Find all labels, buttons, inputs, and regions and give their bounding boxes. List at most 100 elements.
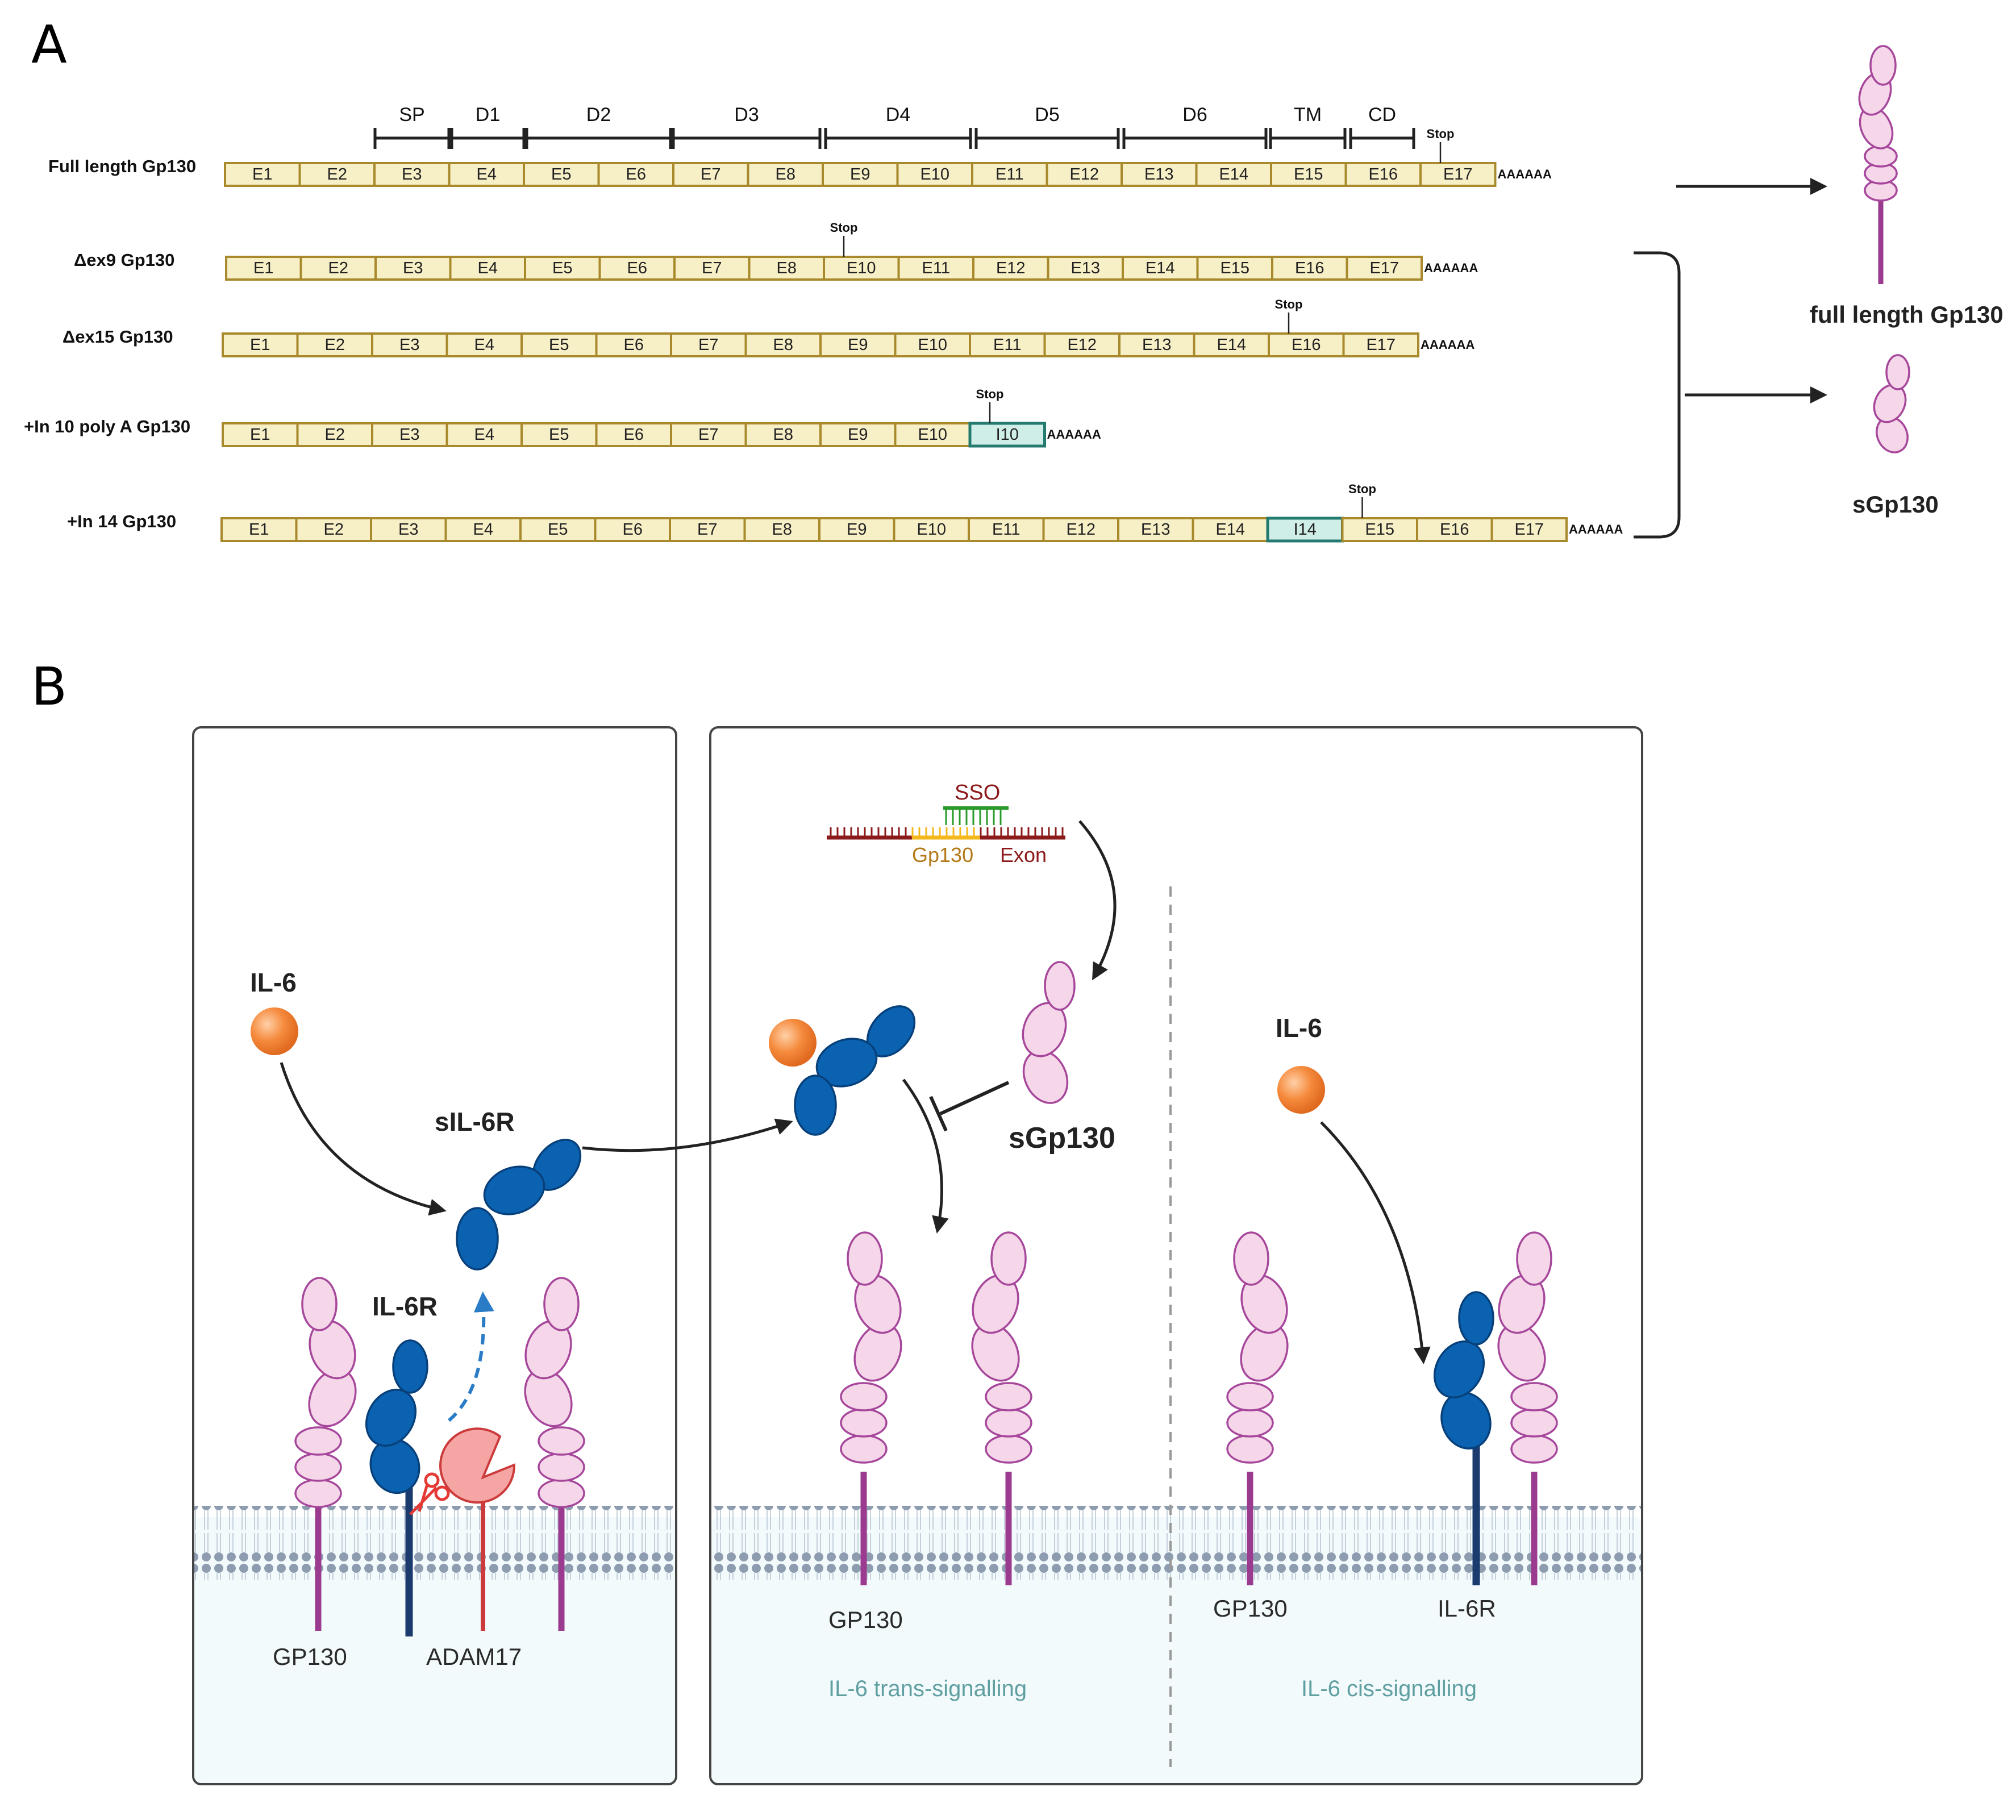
segment-label: E4: [478, 259, 498, 277]
segment-label: E2: [327, 165, 347, 184]
domain-label: D1: [476, 104, 500, 126]
domain-bracket: D1: [450, 104, 526, 149]
exon-segment: [896, 162, 973, 187]
segment-label: E9: [850, 165, 870, 184]
segment-label: E11: [922, 259, 950, 277]
segment-label: E17: [1514, 520, 1544, 539]
segment-label: E2: [325, 426, 345, 444]
segment-label: E13: [1141, 520, 1171, 539]
exon-segment: [669, 517, 746, 542]
segment-label: E1: [252, 165, 272, 184]
stop-label: Stop: [1275, 297, 1303, 311]
exon-segment: [1419, 162, 1497, 187]
segment-label: E6: [627, 259, 647, 277]
exon-segment: [670, 422, 747, 447]
row-label: +In 14 Gp130: [67, 511, 176, 531]
exon-segment: [296, 422, 373, 447]
exon-segment: [823, 256, 900, 281]
exon-segment: [374, 256, 452, 281]
exon-segment: [445, 332, 523, 357]
left-panel-box: [192, 726, 677, 1785]
poly-a-tail: AAAAAA: [1421, 338, 1474, 352]
segment-label: E10: [847, 259, 876, 277]
domain-label: D2: [586, 104, 611, 126]
left-gp130-receptor-b: [524, 1277, 585, 1631]
segment-label: E4: [474, 426, 494, 444]
segment-label: E8: [776, 165, 795, 184]
segment-label: E12: [1066, 520, 1096, 539]
segment-label: E13: [1071, 259, 1100, 277]
segment-label: E8: [773, 336, 793, 354]
sso-rna-strand: [827, 806, 1065, 840]
segment-label: E10: [918, 426, 947, 444]
segment-label: E4: [477, 165, 497, 184]
intron-segment: [968, 422, 1046, 448]
exon-segment: [747, 162, 824, 187]
adam17-caption: ADAM17: [426, 1643, 522, 1670]
panel-a-letter: A: [31, 14, 67, 75]
segment-label: E7: [701, 165, 720, 184]
segment-label: E5: [549, 426, 569, 444]
row-label: Δex15 Gp130: [63, 327, 173, 347]
segment-label: E16: [1440, 520, 1469, 539]
segment-label: E14: [1146, 259, 1175, 277]
segment-label: E12: [996, 259, 1026, 277]
segment-label: E11: [995, 165, 1023, 184]
exon-segment: [1042, 517, 1119, 542]
stop-label: Stop: [1427, 127, 1455, 141]
segment-label: E14: [1217, 336, 1246, 354]
exon-segment: [819, 332, 897, 357]
segment-label: E14: [1219, 165, 1248, 184]
stop-label: Stop: [830, 220, 858, 235]
segment-label: E8: [772, 520, 792, 539]
segment-label: E1: [250, 336, 270, 354]
segment-label: E9: [847, 520, 867, 539]
segment-label: E7: [702, 259, 722, 277]
left-il6r-receptor: [365, 1339, 428, 1636]
segment-label: E2: [325, 336, 345, 354]
segment-label: E10: [917, 520, 946, 539]
segment-label: E5: [548, 520, 568, 539]
exon-segment: [1268, 332, 1345, 357]
segment-label: E6: [626, 165, 646, 184]
left-gp130-caption: GP130: [273, 1643, 347, 1670]
cis-gp130-receptor-a: [1226, 1231, 1289, 1585]
cis-il6r-receptor: [1433, 1291, 1494, 1585]
segment-label: E11: [992, 520, 1020, 539]
exon-segment: [445, 422, 523, 447]
segment-label: E10: [918, 336, 947, 354]
domain-label: D4: [886, 104, 910, 126]
exon-segment: [220, 517, 298, 542]
exon-segment: [295, 517, 372, 542]
exon-segment: [818, 517, 895, 542]
exon-segment: [1270, 162, 1347, 187]
segment-label: E2: [324, 520, 344, 539]
exon-segment: [1196, 256, 1273, 281]
segment-label: E7: [697, 520, 717, 539]
exon-segment: [519, 517, 597, 542]
exon-segment: [523, 162, 600, 187]
segment-label: E11: [993, 336, 1021, 354]
exon-segment: [1490, 517, 1568, 542]
exon-segment: [1121, 162, 1198, 187]
segment-label: E15: [1365, 520, 1394, 539]
exon-segment: [371, 422, 448, 447]
segment-label: E13: [1144, 165, 1174, 184]
sil6r-shape: [456, 1139, 582, 1271]
exon-segment: [971, 162, 1048, 187]
segment-label: E16: [1295, 259, 1324, 277]
exon-segment: [225, 256, 302, 281]
segment-label: E1: [250, 426, 270, 444]
domain-bracket: D5: [974, 104, 1120, 149]
right-panel-box: [709, 726, 1643, 1785]
segment-label: E9: [848, 336, 868, 354]
segment-label: E12: [1069, 165, 1099, 184]
exon-segment: [673, 256, 751, 281]
trans-gp130-receptor-a: [840, 1231, 902, 1585]
segment-label: E7: [698, 426, 718, 444]
sgp130-label: sGp130: [1009, 1122, 1115, 1155]
